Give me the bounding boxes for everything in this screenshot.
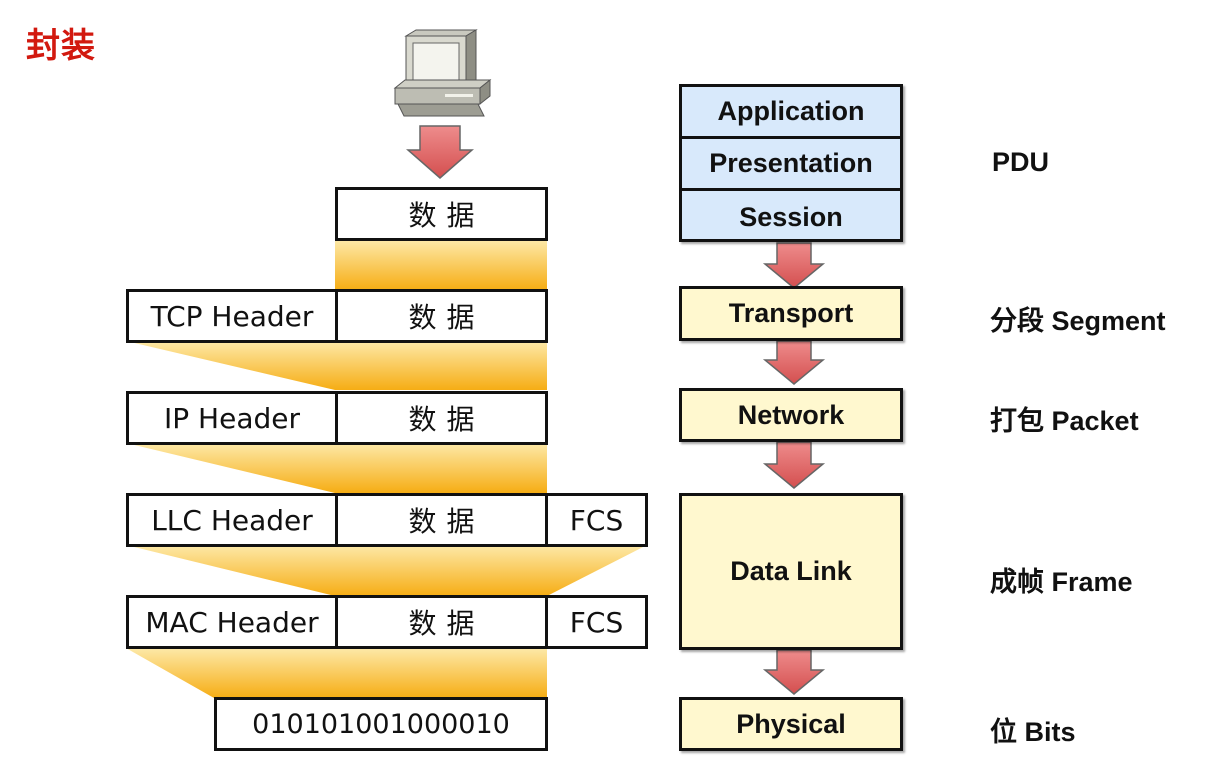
down-arrow-icon (406, 125, 474, 179)
layer-transport: Transport (679, 286, 903, 341)
down-arrow-icon (762, 649, 826, 695)
bits-box: 010101001000010 (214, 697, 548, 751)
layer-arrows (762, 242, 826, 695)
encapsulation-gradients (126, 240, 647, 698)
layer-application: Application (682, 87, 900, 139)
data-box: 数据 (335, 595, 548, 649)
data-box: 数据 (335, 289, 548, 343)
mac-header-box: MAC Header (126, 595, 338, 649)
data-box: 数据 (335, 187, 548, 241)
layer-physical: Physical (679, 697, 903, 751)
down-arrow-icon (762, 441, 826, 489)
gradient-band (126, 648, 547, 698)
ip-header-box: IP Header (126, 391, 338, 445)
upper-layers-group: Application Presentation Session (679, 84, 903, 242)
tcp-header-box: TCP Header (126, 289, 338, 343)
llc-header-box: LLC Header (126, 493, 338, 547)
down-arrow-icon (762, 242, 826, 289)
gradient-band (126, 443, 547, 493)
layer-data-link: Data Link (679, 493, 903, 650)
fcs-box: FCS (545, 493, 648, 547)
pdu-label-bits: 位 Bits (990, 717, 1076, 747)
data-box: 数据 (335, 391, 548, 445)
pdu-label-frame: 成帧 Frame (990, 567, 1133, 597)
gradient-band (126, 545, 647, 596)
gradient-band (126, 341, 547, 390)
pdu-label-upper: PDU (992, 147, 1050, 177)
layer-presentation: Presentation (682, 139, 900, 191)
fcs-box: FCS (545, 595, 648, 649)
pdu-label-packet: 打包 Packet (990, 406, 1139, 436)
down-arrow-icon (762, 340, 826, 385)
layer-network: Network (679, 388, 903, 442)
layer-session: Session (739, 201, 843, 232)
page-title: 封装 (26, 26, 96, 66)
pdu-label-segment: 分段 Segment (990, 306, 1166, 336)
gradient-band (335, 240, 547, 290)
computer-icon (393, 29, 492, 117)
data-box: 数据 (335, 493, 548, 547)
